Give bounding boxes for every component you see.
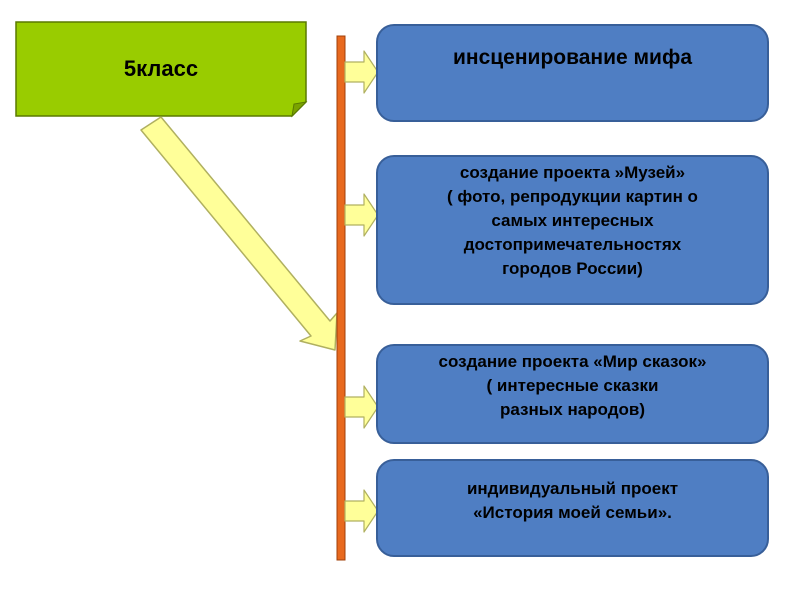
activity-box-museum-project: создание проекта »Музей» ( фото, репроду… bbox=[376, 155, 769, 305]
activity-box-myth-staging: инсценирование мифа bbox=[376, 24, 769, 122]
activity-box-family-history-project: индивидуальный проект «История моей семь… bbox=[376, 459, 769, 557]
grade-box-fold bbox=[291, 101, 308, 118]
diagonal-arrow bbox=[140, 116, 338, 351]
timeline-bar bbox=[336, 35, 346, 561]
activity-box-fairy-tales-project: создание проекта «Мир сказок» ( интересн… bbox=[376, 344, 769, 444]
connector-arrow-1 bbox=[344, 50, 379, 94]
connector-arrow-3 bbox=[344, 385, 379, 429]
connector-arrow-2 bbox=[344, 193, 379, 237]
grade-label: 5класс bbox=[123, 56, 199, 81]
connector-arrow-4 bbox=[344, 489, 379, 533]
